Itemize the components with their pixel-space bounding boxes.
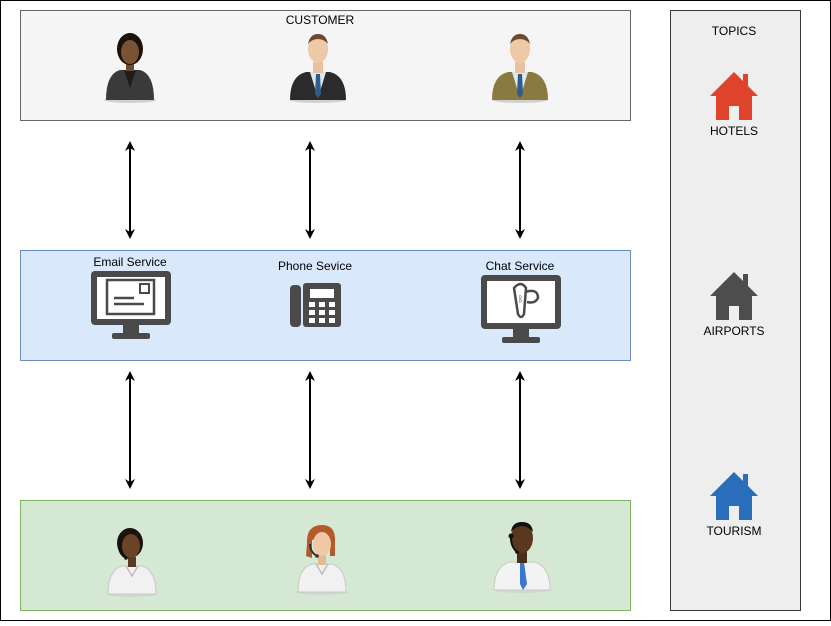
customer-man-olive-suit-icon <box>488 32 552 104</box>
tourism-house-icon <box>708 470 760 522</box>
desk-phone-icon <box>290 283 342 329</box>
topic-tourism-label: TOURISM <box>706 524 762 538</box>
chat-monitor-icon: ᛒ <box>480 274 562 346</box>
phone-service-label: Phone Sevice <box>277 259 353 273</box>
agent-man-headset-icon <box>490 514 554 594</box>
chat-service-label: Chat Service <box>485 259 555 273</box>
email-monitor-icon <box>90 270 172 342</box>
topics-panel <box>670 10 801 611</box>
topic-hotels-label: HOTELS <box>709 124 758 138</box>
customer-man-dark-suit-icon <box>286 32 350 104</box>
customer-woman-icon <box>98 32 162 104</box>
topics-title: TOPICS <box>711 24 757 38</box>
email-service-label: Email Service <box>93 255 167 269</box>
airports-house-icon <box>708 270 760 322</box>
topic-airports-label: AIRPORTS <box>703 324 765 338</box>
svg-text:ᛒ: ᛒ <box>518 294 523 305</box>
customer-title: CUSTOMER <box>285 13 355 27</box>
agent-woman-headset-icon <box>100 524 164 598</box>
hotels-house-icon <box>708 70 760 122</box>
agent-redhead-headset-icon <box>290 522 354 596</box>
